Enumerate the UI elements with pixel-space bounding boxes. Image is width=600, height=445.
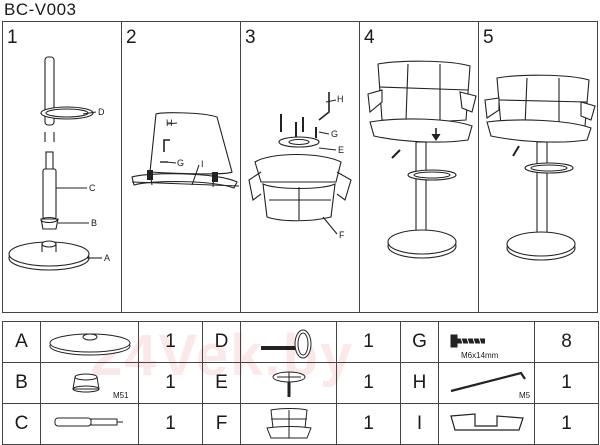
label-i: I [201, 159, 204, 169]
label-g: G [177, 158, 184, 168]
label-a: A [104, 253, 110, 263]
step-2-panel: 2 H G I [121, 22, 240, 312]
part-letter: C [2, 403, 41, 445]
part-image [40, 403, 139, 445]
part-letter: G [400, 321, 439, 363]
parts-row: C 1 F 1 I 1 [2, 403, 599, 445]
part-image [240, 362, 337, 404]
base-disc-icon [49, 333, 131, 356]
seat-icon [266, 408, 312, 439]
part-qty: 1 [534, 403, 599, 445]
part-image: M5 [438, 362, 535, 404]
part-image: M51 [40, 362, 139, 404]
part-qty: 1 [138, 403, 203, 445]
part-letter: B [2, 362, 41, 404]
step-4-panel: 4 [359, 22, 478, 312]
hex-key-icon [450, 371, 526, 393]
part-letter: D [202, 321, 241, 363]
swivel-plate-icon [272, 371, 306, 397]
label-f: F [339, 230, 345, 240]
part-qty: 8 [534, 321, 599, 363]
model-title: BC-V003 [4, 0, 77, 19]
part-letter: H [400, 362, 439, 404]
step-number: 2 [126, 27, 137, 48]
step-1-panel: 1 D C B A [2, 22, 121, 312]
parts-row: A 1 D 1 G M6x14mm 8 [2, 321, 599, 363]
part-qty: 1 [336, 362, 401, 404]
part-letter: A [2, 321, 41, 363]
step-3-illustration: H G E F [248, 92, 352, 240]
part-qty: 1 [336, 403, 401, 445]
gas-cylinder-icon [54, 417, 123, 427]
part-letter: E [202, 362, 241, 404]
label-h: H [166, 118, 173, 128]
step-number: 5 [483, 27, 494, 48]
part-image [240, 321, 337, 363]
base-cap-icon [72, 373, 100, 393]
part-image [40, 321, 139, 363]
part-note: M51 [113, 391, 129, 400]
armrest-frame-icon [450, 413, 524, 431]
part-letter: F [202, 403, 241, 445]
assembly-steps: 1 D C B A [2, 21, 598, 313]
part-qty: 1 [534, 362, 599, 404]
part-image [240, 403, 337, 445]
part-image: M6x14mm [438, 321, 535, 363]
part-note: M6x14mm [461, 351, 499, 360]
step-number: 3 [245, 27, 256, 48]
parts-row: B M51 1 E 1 H M5 1 [2, 362, 599, 404]
label-h: H [337, 94, 344, 104]
step-3-panel: 3 H G E [240, 22, 359, 312]
step-4-illustration [367, 60, 477, 259]
step-5-illustration [484, 74, 596, 261]
label-b: B [91, 218, 97, 228]
step-2-illustration: H G I [131, 112, 240, 189]
part-qty: 1 [138, 362, 203, 404]
part-qty: 1 [336, 321, 401, 363]
part-image [438, 403, 535, 445]
step-1-illustration: D C B A [8, 56, 110, 271]
label-d: D [98, 107, 105, 117]
step-number: 4 [364, 27, 375, 48]
footrest-ring-icon [261, 329, 312, 359]
part-note: M5 [519, 391, 531, 400]
bolt-icon [450, 334, 485, 348]
step-number: 1 [7, 27, 18, 48]
label-e: E [338, 145, 344, 155]
label-g: G [331, 129, 338, 139]
step-5-panel: 5 [478, 22, 598, 312]
part-qty: 1 [138, 321, 203, 363]
label-c: C [89, 183, 96, 193]
part-letter: I [400, 403, 439, 445]
parts-table: A 1 D 1 G M6x14mm 8 B M51 [2, 321, 599, 445]
